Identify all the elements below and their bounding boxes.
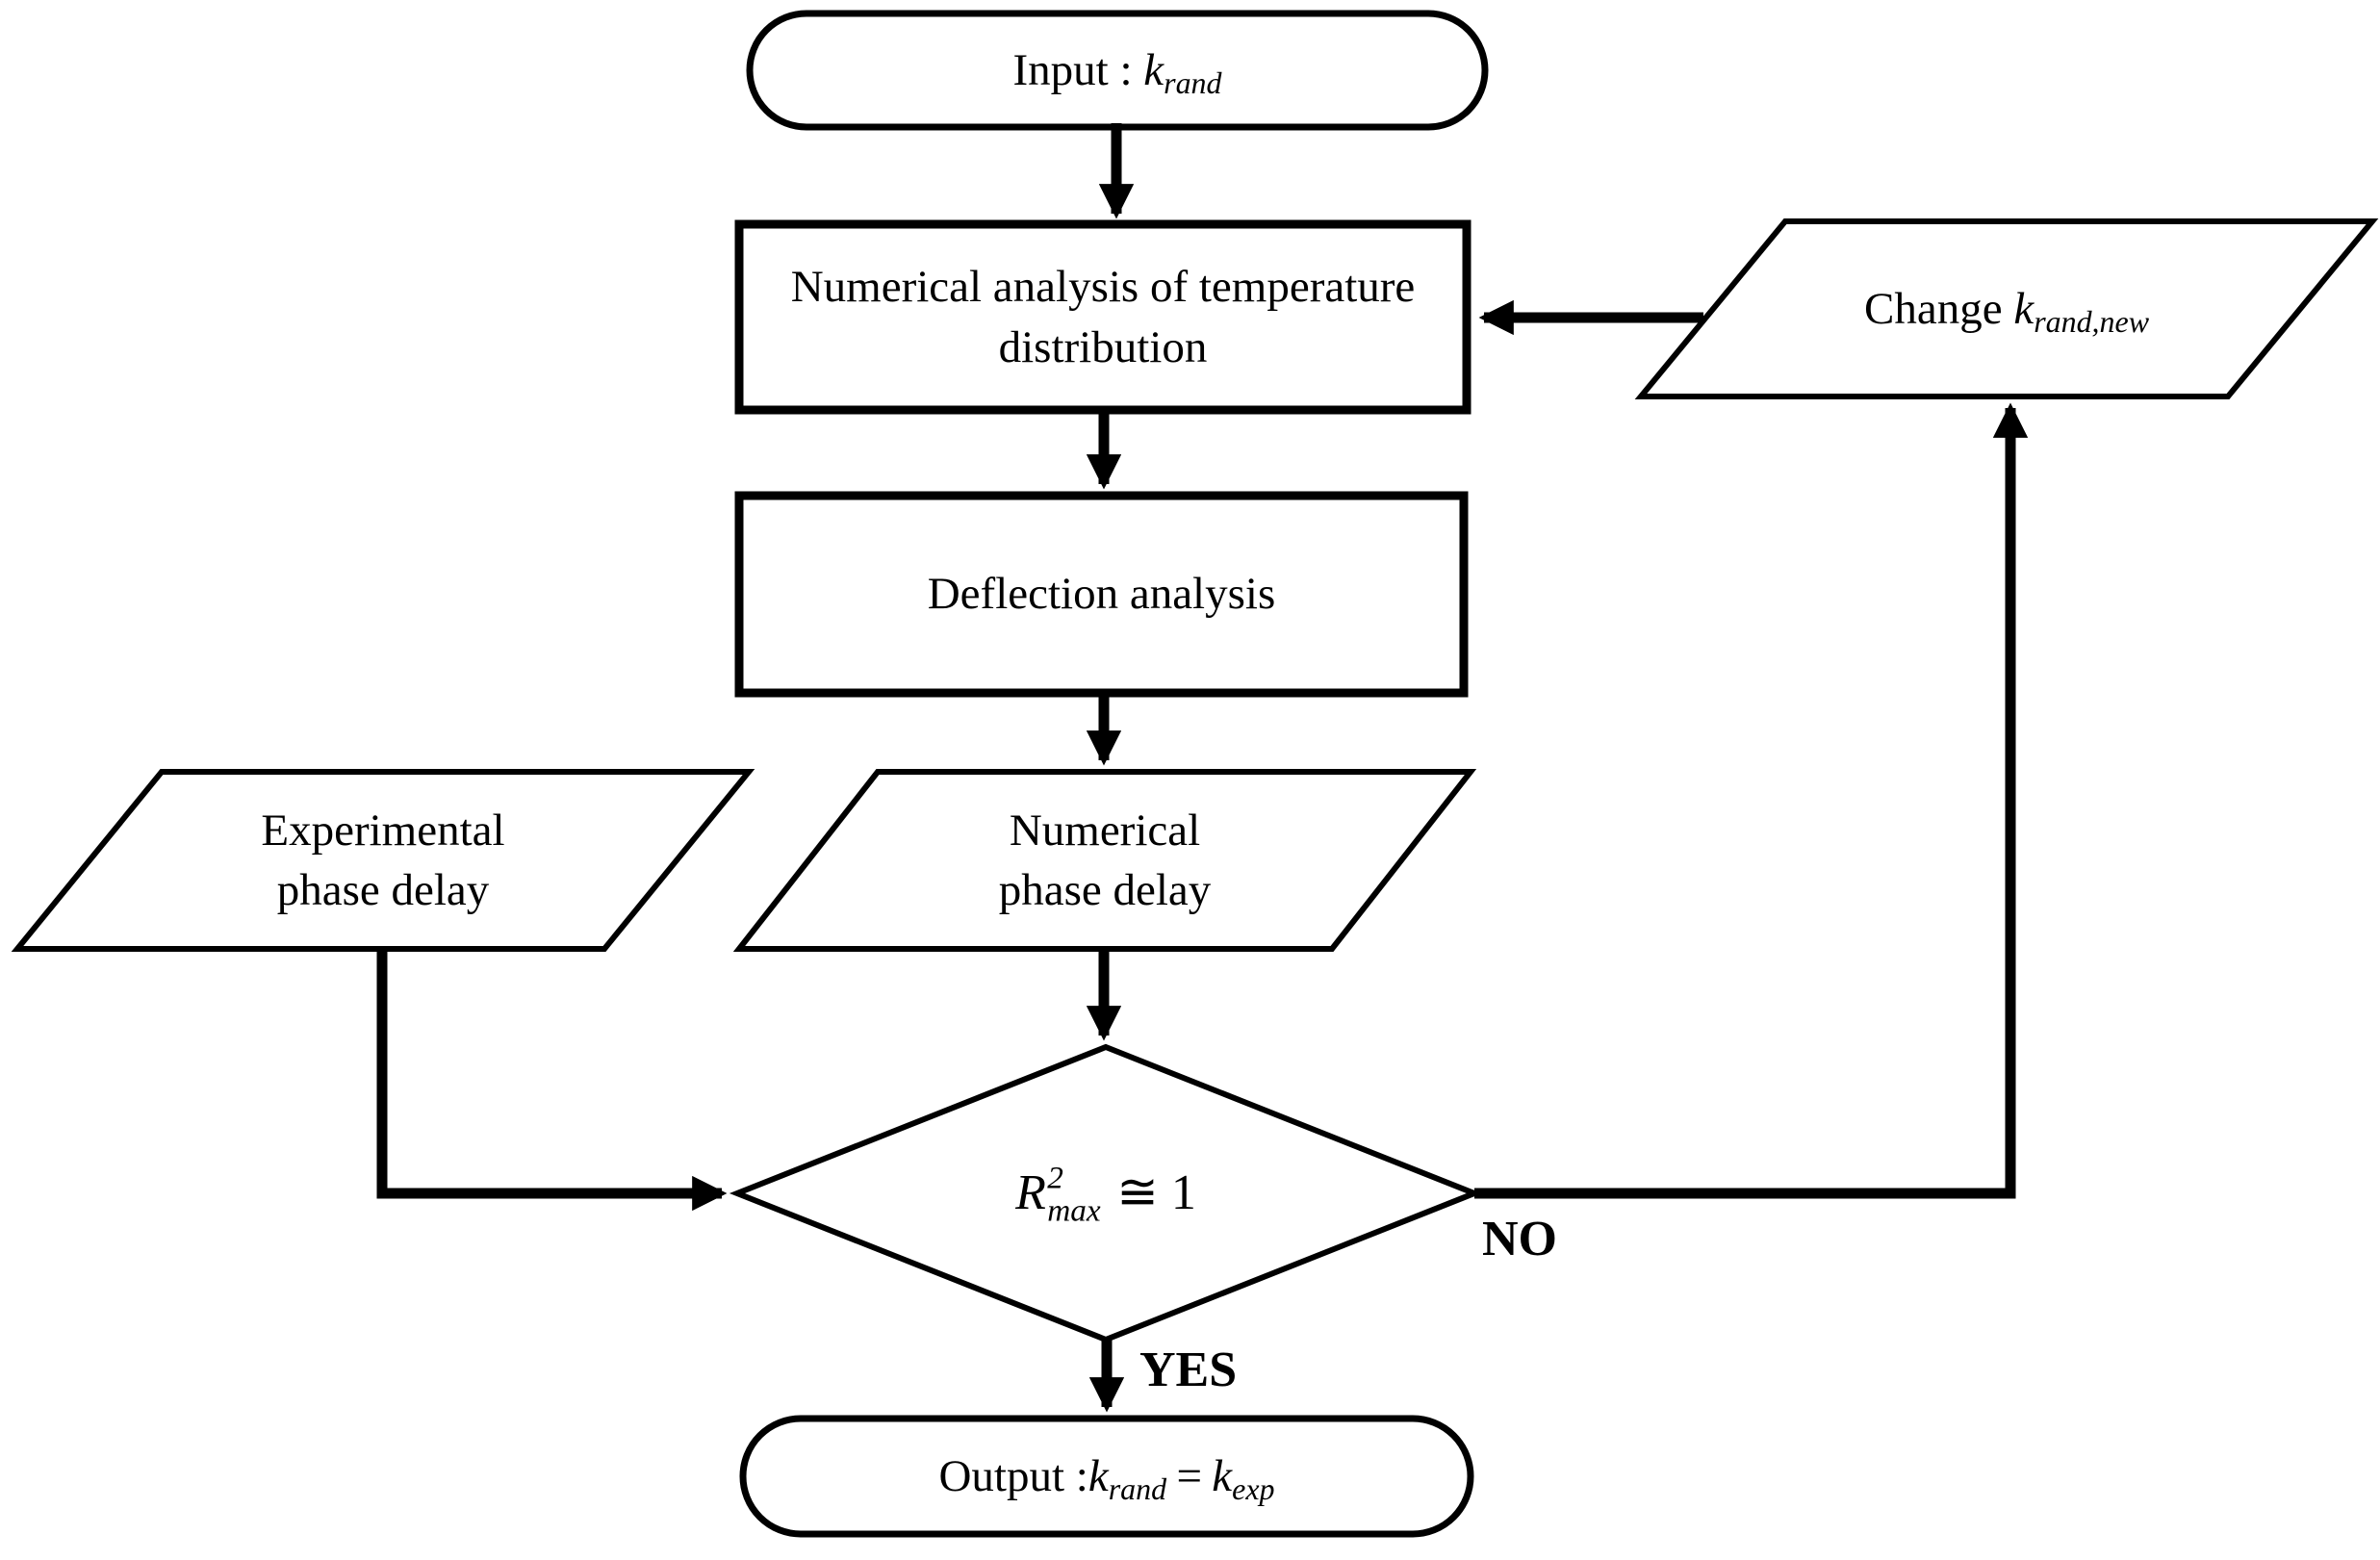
output-terminal-shape [739, 1415, 1474, 1538]
experimental-phase-delay-parallelogram-shape [11, 769, 755, 952]
decision-diamond-shape [729, 1043, 1483, 1343]
input-terminal-shape [746, 10, 1489, 131]
arrow-decision-no-to-change [1474, 402, 2029, 1199]
temperature-analysis-process-shape [734, 219, 1472, 415]
change-k-parallelogram-shape [1634, 218, 2379, 399]
arrow-experimental-to-decision [376, 949, 728, 1212]
numerical-phase-delay-parallelogram-shape [732, 769, 1477, 952]
deflection-analysis-process-shape [734, 491, 1469, 698]
